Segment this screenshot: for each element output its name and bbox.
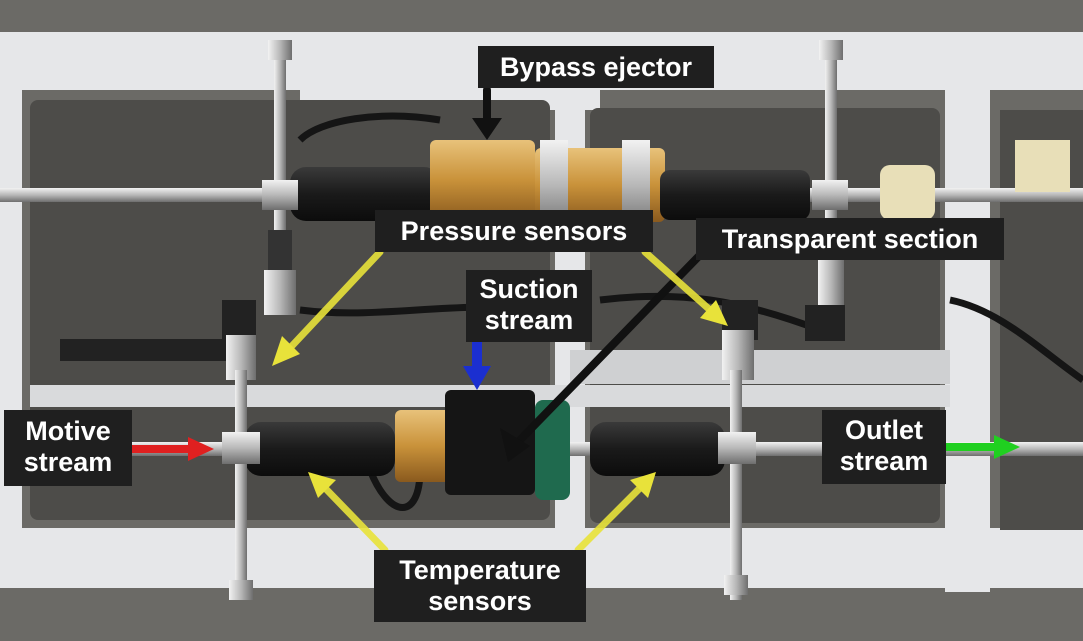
temperature-pointer-right [574, 484, 644, 554]
outlet-label-line1: Outlet [845, 415, 923, 445]
lower-cross-fitting-left [222, 370, 260, 600]
transparent-section [445, 390, 535, 495]
pressure-arrowhead-left [272, 336, 300, 366]
tape-wrap-right [1015, 140, 1070, 192]
bypass-ejector-label: Bypass ejector [478, 46, 714, 88]
pressure-pointer-right [641, 248, 714, 314]
lower-insulation-left [245, 422, 395, 476]
temperature-pointer-left [321, 484, 389, 554]
transparent-section-arrowhead [500, 428, 530, 462]
upper-cross-fitting-right [812, 40, 848, 230]
bypass-ejector-arrowhead [472, 118, 502, 140]
pressure-pointer-left [286, 248, 384, 352]
mid-rail [570, 350, 950, 384]
motive-stream-label: Motive stream [4, 410, 132, 486]
temperature-label-line1: Temperature [399, 555, 561, 585]
lower-insulation-right [590, 422, 725, 476]
temperature-sensors-label: Temperature sensors [374, 550, 586, 622]
motive-flow-arrowhead [188, 437, 214, 461]
outlet-label-line2: stream [839, 446, 929, 476]
pressure-sensor-upper-right [805, 260, 845, 341]
upper-cross-fitting-left [262, 40, 298, 230]
upper-insulation-right [660, 170, 810, 220]
upper-insulation-left [290, 167, 440, 221]
temperature-arrowhead-left [308, 472, 336, 498]
bypass-ejector-body [430, 140, 535, 220]
suction-label-line2: stream [484, 305, 574, 335]
motive-label-line1: Motive [25, 416, 111, 446]
tape-wrap [880, 165, 935, 220]
pressure-sensor-left [264, 230, 296, 315]
temperature-arrowhead-right [630, 472, 656, 498]
suction-label-line1: Suction [479, 274, 579, 304]
transparent-section-pointer [516, 251, 704, 444]
outlet-flow-arrowhead [994, 435, 1020, 459]
motive-label-line2: stream [23, 447, 113, 477]
pressure-arrowhead-right [700, 300, 728, 326]
pressure-sensors-label: Pressure sensors [375, 210, 653, 252]
suction-flow-arrowhead [463, 366, 491, 390]
green-clamp [535, 400, 570, 500]
suction-stream-label: Suction stream [466, 270, 592, 342]
lower-cross-fitting-right [718, 370, 756, 600]
outlet-stream-label: Outlet stream [822, 410, 946, 484]
transparent-section-label: Transparent section [696, 218, 1004, 260]
temperature-label-line2: sensors [428, 586, 532, 616]
